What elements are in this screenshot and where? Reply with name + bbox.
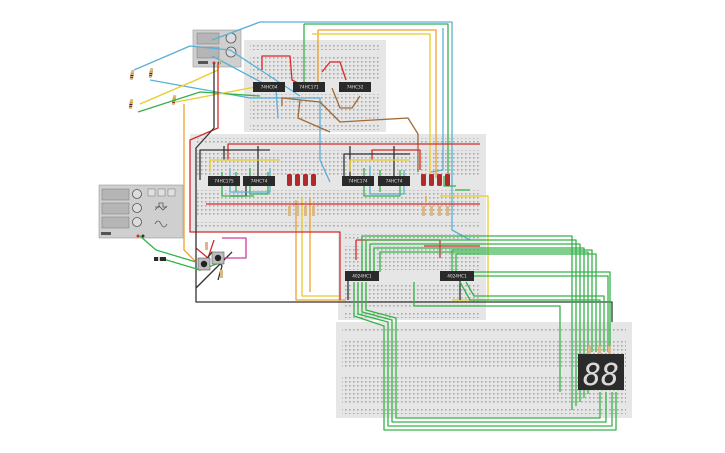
chip-u3: 74HC32 xyxy=(339,82,371,92)
chip-u4-label: 74HC175 xyxy=(214,179,234,184)
sine-wave-icon xyxy=(154,220,168,228)
chip-u5-label: 74HC74 xyxy=(251,179,268,184)
chip-u2: 74HC171 xyxy=(293,82,325,92)
display-resistors xyxy=(588,346,611,356)
chip-u2-label: 74HC171 xyxy=(299,85,319,90)
pushbutton-1[interactable] xyxy=(197,257,211,271)
chip-u9: 4024HC1 xyxy=(440,271,474,281)
pushbutton-2[interactable] xyxy=(211,251,225,265)
chip-u6: 74HC174 xyxy=(342,176,374,186)
led-group-right xyxy=(421,174,450,216)
chip-u7-label: 74HC74 xyxy=(386,179,403,184)
chip-u5: 74HC74 xyxy=(243,176,275,186)
chip-u7: 74HC74 xyxy=(378,176,410,186)
button-resistors xyxy=(205,242,223,278)
chip-u1-label: 74HC04 xyxy=(261,85,278,90)
seven-segment-display: 88 xyxy=(578,354,624,393)
chip-u1: 74HC04 xyxy=(253,82,285,92)
display-digits: 88 xyxy=(583,358,619,393)
function-generator-icon[interactable] xyxy=(98,184,184,239)
chip-u3-label: 74HC32 xyxy=(347,85,364,90)
chip-u8-label: 4024HC1 xyxy=(352,274,372,279)
chip-u8: 4024HC1 xyxy=(345,271,379,281)
chip-u6-label: 74HC174 xyxy=(348,179,368,184)
triangle-wave-icon xyxy=(154,205,168,211)
chip-u4: 74HC175 xyxy=(208,176,240,186)
chip-u9-label: 4024HC1 xyxy=(447,274,467,279)
capacitor xyxy=(154,257,166,261)
led-group-left xyxy=(287,174,316,216)
loose-resistors xyxy=(128,67,177,110)
